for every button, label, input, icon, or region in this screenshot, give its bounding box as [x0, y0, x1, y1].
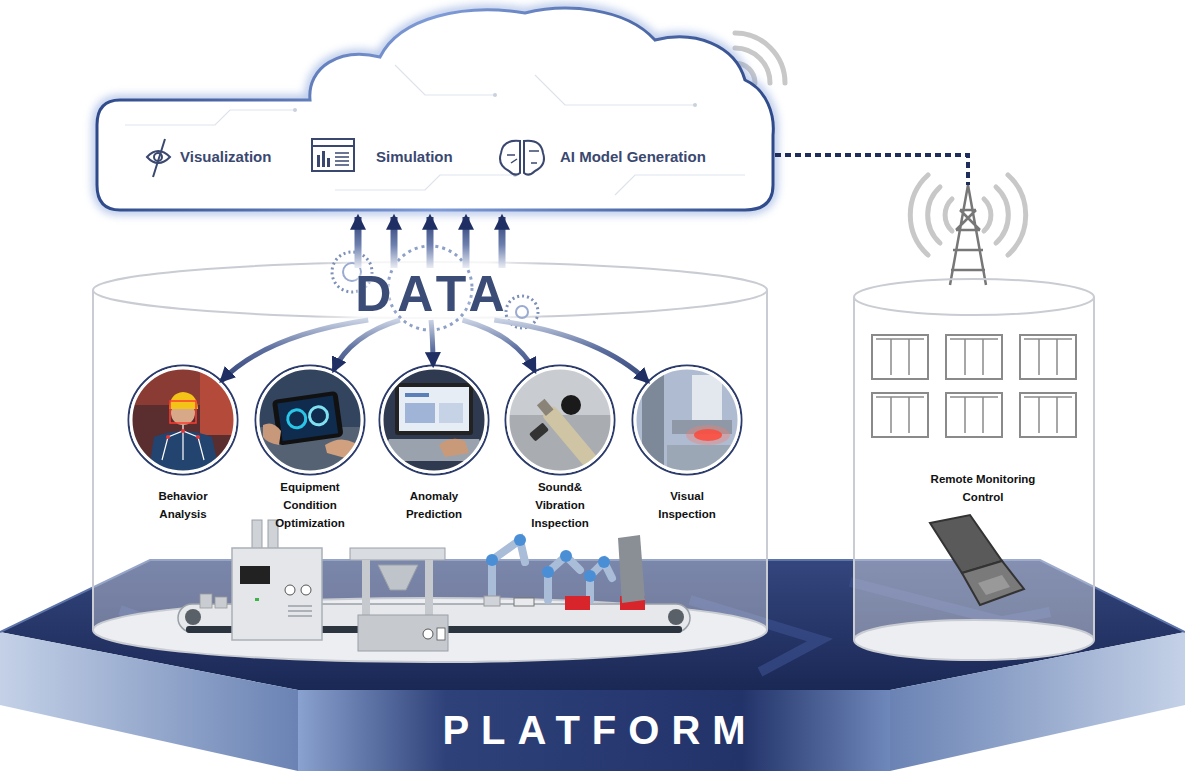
function-label: Equipment Condition Optimization: [270, 477, 350, 533]
cloud-function-label: AI Model Generation: [560, 148, 706, 166]
eye-icon: [147, 139, 170, 177]
cloud-function-label: Visualization: [180, 148, 271, 166]
flow-connector: [358, 217, 502, 268]
connector-line: [463, 217, 470, 268]
connector-line: [334, 320, 400, 370]
function-circle: Anomaly Prediction: [379, 365, 489, 475]
signal-arcs: [910, 175, 1025, 255]
connector-line: [431, 320, 433, 365]
cloud-function-label: Simulation: [376, 148, 453, 166]
platform-title: PLATFORM: [298, 690, 890, 771]
connector-line: [222, 320, 369, 381]
function-circle: Visual Inspection: [632, 365, 742, 475]
connector-line: [427, 217, 434, 268]
flow-connector: [463, 320, 535, 371]
connector-line: [775, 155, 968, 185]
brain-icon: [500, 141, 544, 175]
antenna-tower: [950, 185, 986, 285]
flow-connector: [431, 320, 433, 365]
function-label: Sound& Vibration Inspection: [520, 477, 600, 533]
platform-band: PLATFORM: [298, 690, 890, 771]
photo-circle: [128, 365, 238, 475]
photo-circle: [379, 365, 489, 475]
connector-line: [494, 320, 647, 382]
photo-circle: [632, 365, 742, 475]
flow-connector: [222, 320, 369, 381]
cloud-platform: Visualization Simulation AI Model Generati…: [95, 5, 775, 215]
flow-connector: [494, 320, 647, 382]
function-label: Visual Inspection: [647, 477, 727, 533]
cloud-outline: [95, 5, 775, 215]
production-line: [178, 520, 690, 651]
function-label: Anomaly Prediction: [394, 477, 474, 533]
remote-cylinder: [852, 185, 1097, 650]
flow-connector: [334, 320, 400, 370]
data-glow: [300, 237, 560, 347]
connector-line: [463, 320, 535, 371]
function-circle: Equipment Condition Optimization: [255, 365, 365, 475]
flow-connector: [775, 155, 968, 185]
connector-line: [355, 217, 362, 268]
function-circle: Sound& Vibration Inspection: [505, 365, 615, 475]
simulation-icon: [312, 139, 354, 171]
remote-site: Remote Monitoring Control: [852, 185, 1097, 650]
data-hub: DATA: [340, 268, 520, 320]
photo-circle: [255, 365, 365, 475]
photo-circle: [505, 365, 615, 475]
connector-line: [391, 217, 398, 268]
data-title: DATA: [340, 268, 520, 320]
laptop-icon: [930, 515, 1024, 605]
function-label: Behavior Analysis: [143, 477, 223, 533]
remote-label: Remote Monitoring Control: [923, 470, 1043, 506]
connector-line: [499, 217, 506, 268]
function-circle: Behavior Analysis: [128, 365, 238, 475]
